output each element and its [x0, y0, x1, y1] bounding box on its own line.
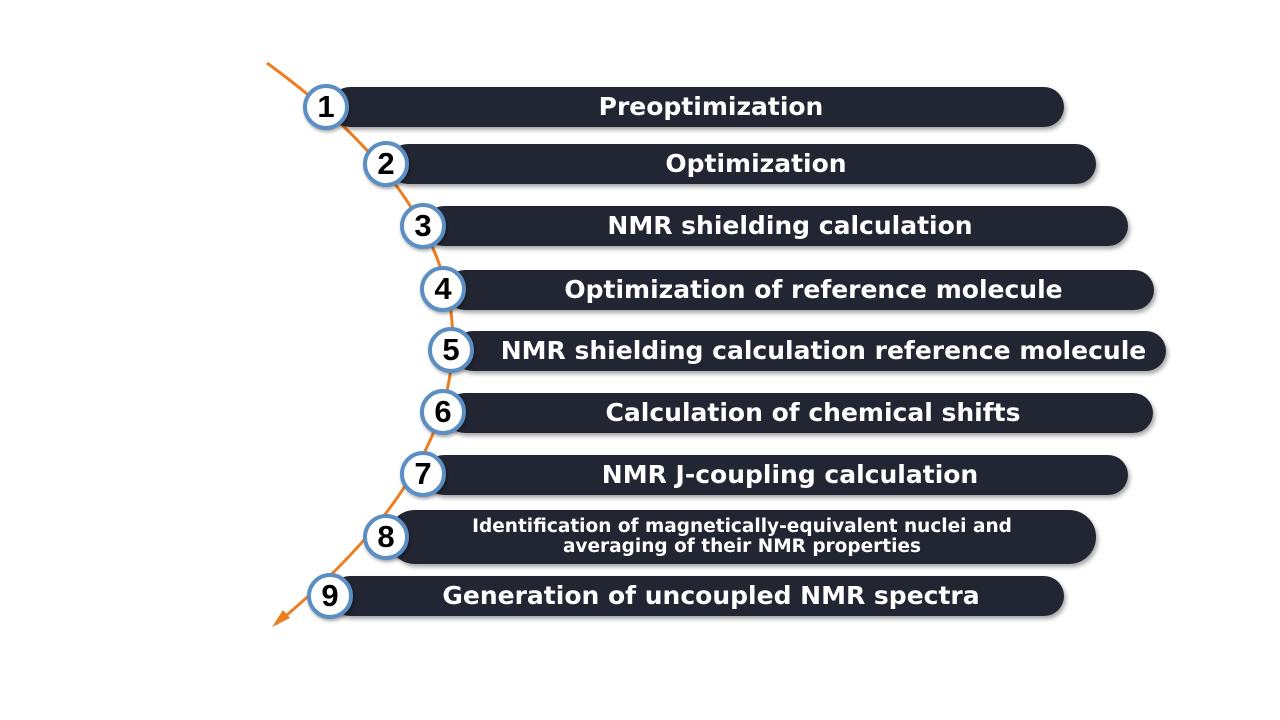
step-number-2: 2 — [363, 141, 409, 187]
step-label-2: Optimization — [665, 149, 847, 179]
step-bar-3: NMR shielding calculation — [424, 206, 1128, 246]
step-label-3: NMR shielding calculation — [607, 211, 973, 241]
step-bar-9: Generation of uncoupled NMR spectra — [330, 576, 1064, 616]
step-number-7: 7 — [400, 451, 446, 497]
step-number-1: 1 — [303, 84, 349, 130]
step-bar-8: Identification of magnetically-equivalen… — [388, 510, 1096, 564]
step-bar-5: NMR shielding calculation reference mole… — [453, 331, 1166, 371]
step-bar-6: Calculation of chemical shifts — [445, 393, 1153, 433]
step-label-1: Preoptimization — [598, 92, 824, 122]
step-number-4: 4 — [420, 266, 466, 312]
step-label-5: NMR shielding calculation reference mole… — [500, 336, 1147, 366]
step-bar-7: NMR J-coupling calculation — [424, 455, 1128, 495]
step-label-8: Identification of magnetically-equivalen… — [472, 515, 1012, 557]
arc-arrowhead — [272, 610, 290, 627]
step-label-4: Optimization of reference molecule — [564, 275, 1063, 305]
step-number-9: 9 — [307, 573, 353, 619]
step-bar-1: Preoptimization — [330, 87, 1064, 127]
step-number-6: 6 — [420, 389, 466, 435]
step-label-9: Generation of uncoupled NMR spectra — [442, 581, 980, 611]
step-label-6: Calculation of chemical shifts — [605, 398, 1021, 428]
step-bar-2: Optimization — [388, 144, 1096, 184]
step-number-8: 8 — [363, 514, 409, 560]
step-bar-4: Optimization of reference molecule — [445, 270, 1154, 310]
step-number-3: 3 — [400, 203, 446, 249]
step-number-5: 5 — [428, 327, 474, 373]
step-label-7: NMR J-coupling calculation — [601, 460, 979, 490]
